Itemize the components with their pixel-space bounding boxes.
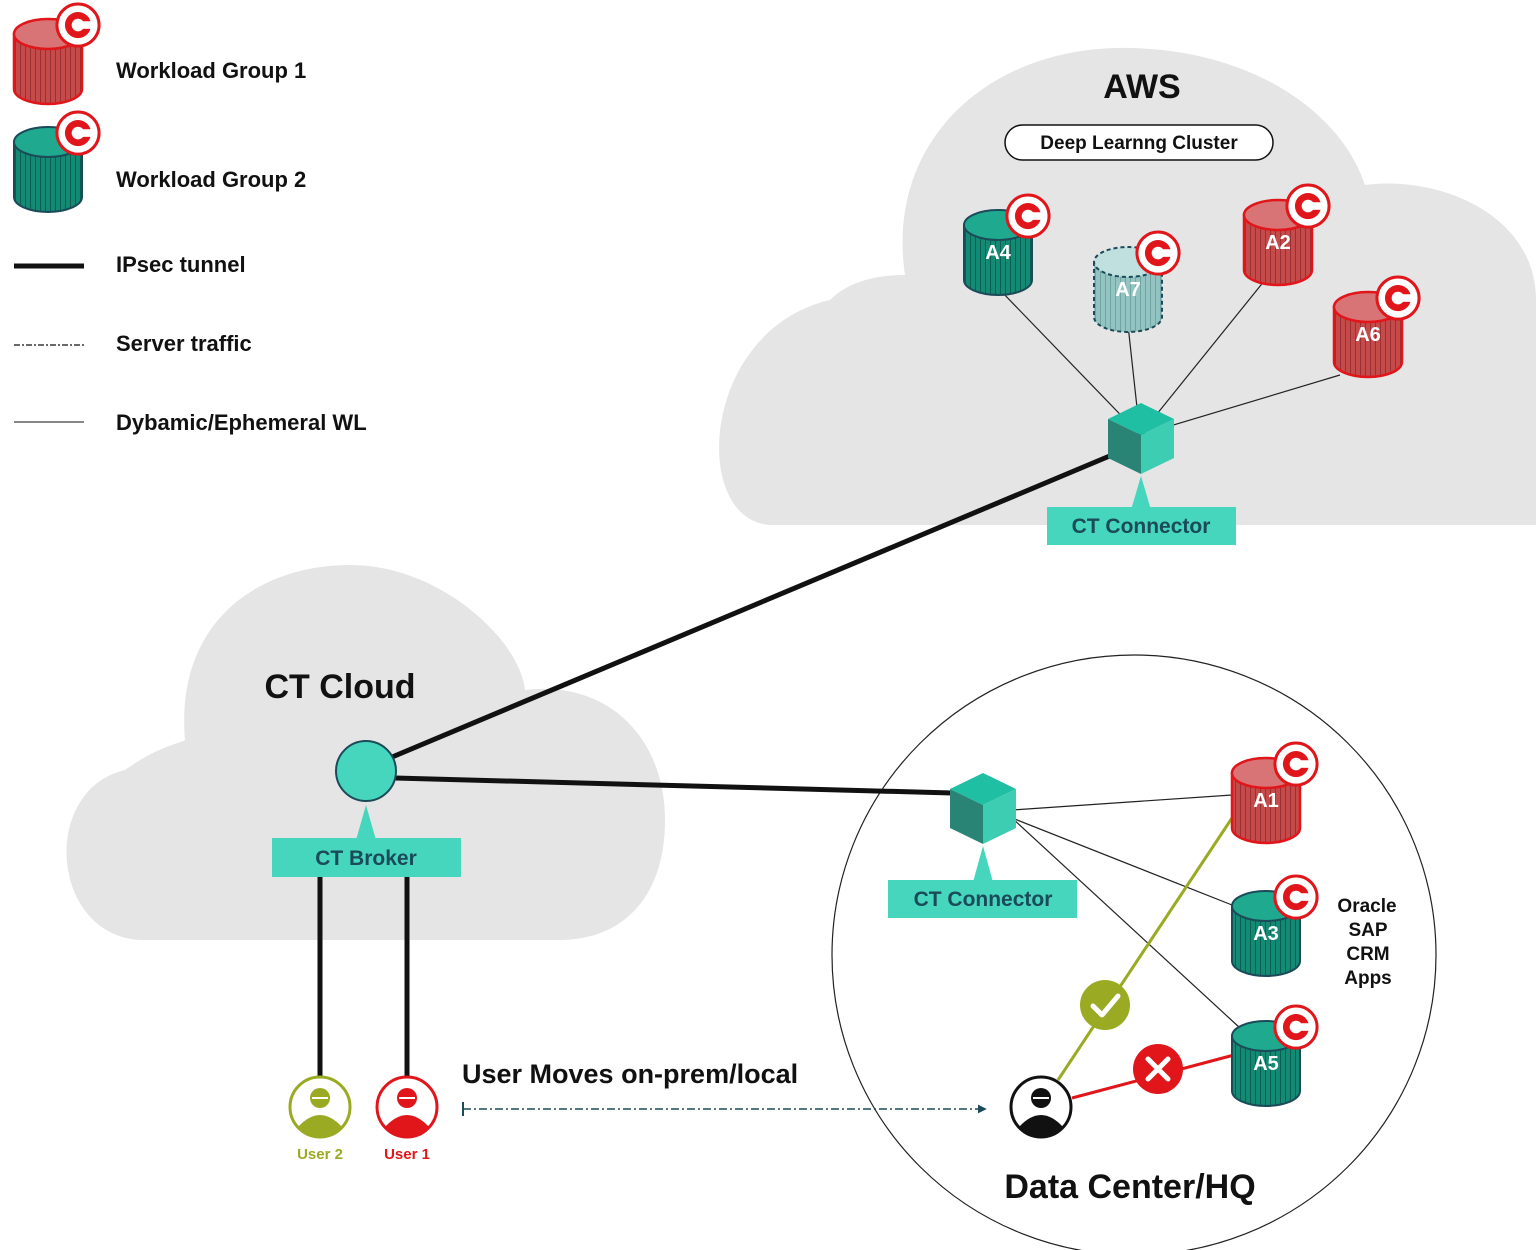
workload-a6: A6 bbox=[1332, 275, 1421, 379]
apps-list: Oracle SAP CRM Apps bbox=[1337, 896, 1396, 989]
cluster-badge: Deep Learnng Cluster bbox=[1004, 124, 1274, 161]
legend-group2-icon bbox=[13, 110, 101, 213]
check-icon bbox=[1080, 980, 1130, 1030]
workload-a7: A7 bbox=[1093, 230, 1181, 333]
app-crm: CRM bbox=[1346, 944, 1389, 965]
allowed-path bbox=[1056, 817, 1234, 1081]
brand-badge-icon bbox=[55, 110, 101, 156]
brand-badge-icon bbox=[1285, 183, 1331, 229]
ct-broker-label: CT Broker bbox=[315, 847, 417, 870]
moved-user-icon bbox=[1009, 1075, 1073, 1139]
brand-badge-icon bbox=[1273, 741, 1319, 787]
dc-connector-label: CT Connector bbox=[914, 888, 1053, 911]
app-apps: Apps bbox=[1344, 968, 1392, 989]
user-2-icon: User 2 bbox=[288, 1075, 352, 1163]
blocked-x-icon bbox=[1133, 1044, 1183, 1094]
workload-a3: A3 bbox=[1231, 874, 1319, 977]
aws-connector-node: CT Connector bbox=[1047, 403, 1236, 545]
user-label: User 1 bbox=[384, 1146, 430, 1163]
move-arrow bbox=[462, 1102, 987, 1116]
workload-label: A4 bbox=[985, 242, 1011, 264]
workload-a1: A1 bbox=[1230, 741, 1319, 845]
aws-title: AWS bbox=[1103, 68, 1180, 106]
ct-cloud-title: CT Cloud bbox=[264, 668, 415, 706]
legend-group1-icon bbox=[12, 2, 101, 106]
app-sap: SAP bbox=[1348, 920, 1387, 941]
legend-ipsec-label: IPsec tunnel bbox=[116, 252, 246, 277]
brand-badge-icon bbox=[1273, 874, 1319, 920]
workload-label: A5 bbox=[1253, 1053, 1279, 1075]
legend-server-label: Server traffic bbox=[116, 331, 252, 356]
workload-label: A6 bbox=[1355, 324, 1381, 346]
aws-connector-label: CT Connector bbox=[1072, 515, 1211, 538]
ipsec-tunnels bbox=[317, 452, 1113, 1078]
workload-label: A1 bbox=[1253, 790, 1279, 812]
workload-label: A7 bbox=[1115, 279, 1141, 301]
brand-badge-icon bbox=[1273, 1004, 1319, 1050]
ct-broker-node: CT Broker bbox=[272, 740, 461, 877]
users: User 2 User 1 bbox=[288, 1075, 1073, 1163]
app-oracle: Oracle bbox=[1337, 896, 1396, 917]
user-1-icon: User 1 bbox=[375, 1075, 439, 1163]
brand-badge-icon bbox=[1005, 193, 1051, 239]
workload-a4: A4 bbox=[963, 193, 1051, 296]
move-label: User Moves on-prem/local bbox=[462, 1059, 798, 1089]
workload-a2: A2 bbox=[1242, 183, 1331, 287]
dc-connector-node: CT Connector bbox=[888, 773, 1077, 918]
cluster-label: Deep Learnng Cluster bbox=[1040, 133, 1238, 154]
brand-badge-icon bbox=[55, 2, 101, 48]
brand-badge-icon bbox=[1375, 275, 1421, 321]
brand-badge-icon bbox=[1135, 230, 1181, 276]
legend-dynamic-label: Dybamic/Ephemeral WL bbox=[116, 410, 367, 435]
user-label: User 2 bbox=[297, 1146, 343, 1163]
workload-label: A3 bbox=[1253, 923, 1279, 945]
legend-group2-label: Workload Group 2 bbox=[116, 167, 306, 192]
legend-group1-label: Workload Group 1 bbox=[116, 58, 306, 83]
datacenter-title: Data Center/HQ bbox=[1004, 1168, 1255, 1206]
dc-dynamic-links bbox=[1011, 794, 1241, 1029]
workload-label: A2 bbox=[1265, 232, 1291, 254]
datacenter-circle bbox=[831, 654, 1437, 1250]
workload-a5: A5 bbox=[1231, 1004, 1319, 1107]
